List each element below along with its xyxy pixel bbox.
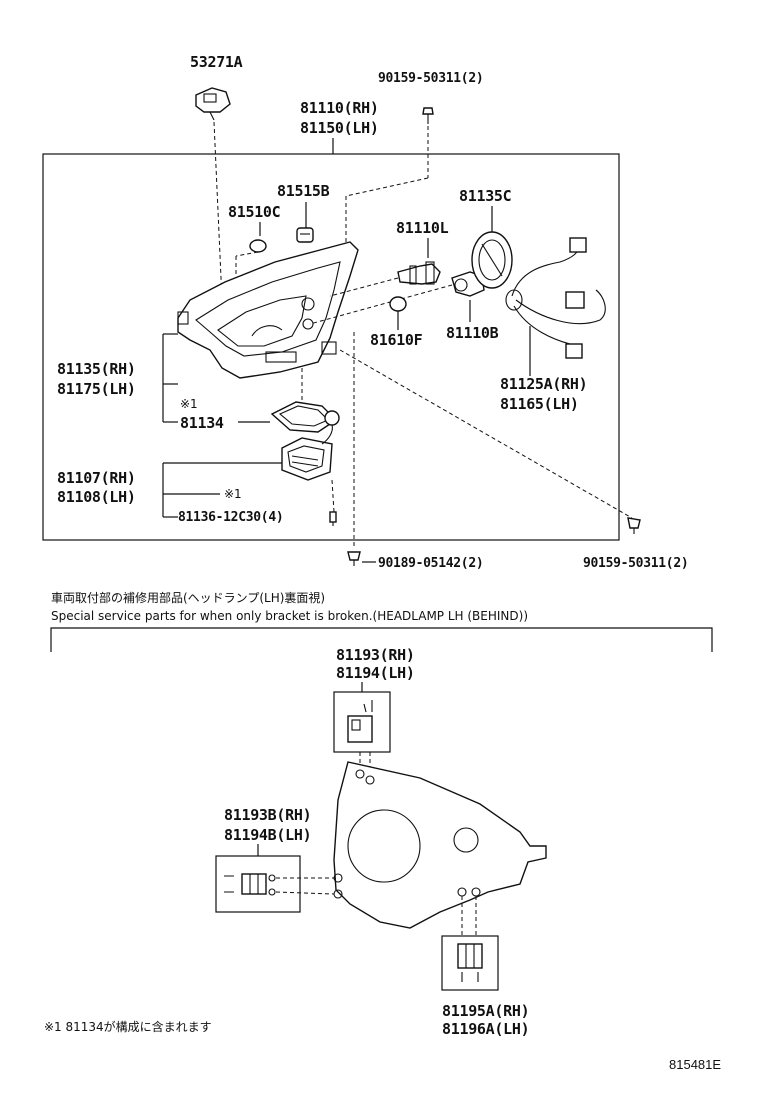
- ballast-81107-part: [281, 410, 340, 481]
- label-81108-lh[interactable]: 81108(LH): [57, 488, 136, 506]
- label-81134[interactable]: 81134: [180, 414, 224, 432]
- bulb-81610f-part: [389, 296, 407, 312]
- screw-90159-bottom-part: [627, 517, 641, 534]
- label-53271a[interactable]: 53271A: [190, 53, 243, 71]
- bracket-81193-part: [347, 700, 373, 743]
- label-90159-bottom[interactable]: 90159-50311(2): [583, 556, 689, 571]
- label-81165-lh[interactable]: 81165(LH): [500, 395, 579, 413]
- label-81135-rh[interactable]: 81135(RH): [57, 360, 136, 378]
- label-81515b[interactable]: 81515B: [277, 182, 330, 200]
- figure-id: 815481E: [669, 1057, 721, 1072]
- kit-81193b-box: [215, 855, 301, 913]
- wire-harness-81125a-part: [505, 237, 606, 359]
- label-90189-05142[interactable]: 90189-05142(2): [378, 556, 484, 571]
- label-81193b-rh[interactable]: 81193B(RH): [224, 806, 312, 824]
- label-81110l[interactable]: 81110L: [396, 219, 449, 237]
- label-81193-rh[interactable]: 81193(RH): [336, 646, 415, 664]
- label-81110-rh[interactable]: 81110(RH): [300, 99, 379, 117]
- label-81510c[interactable]: 81510C: [228, 203, 281, 221]
- kit-81195a-box: [441, 935, 499, 991]
- headlamp-back-view-part: [333, 761, 547, 929]
- kit-81193-box: [333, 691, 391, 753]
- label-81107-rh[interactable]: 81107(RH): [57, 469, 136, 487]
- section-title-en: Special service parts for when only brac…: [51, 609, 528, 623]
- mark-1-a: ※1: [180, 397, 198, 411]
- bracket-81193b-part: [224, 873, 276, 896]
- label-90159-top[interactable]: 90159-50311(2): [378, 71, 484, 86]
- screw-90159-top-part: [422, 107, 434, 124]
- section-title-jp: 車両取付部の補修用部品(ヘッドランプ(LH)裏面視): [51, 590, 325, 605]
- bulb-81510c-part: [249, 239, 267, 253]
- label-81136-12c30[interactable]: 81136-12C30(4): [178, 510, 284, 525]
- bracket-81195a-part: [457, 943, 483, 982]
- screw-90189-part: [347, 551, 361, 566]
- screw-81136-part: [329, 511, 337, 526]
- label-81610f[interactable]: 81610F: [370, 331, 423, 349]
- headlamp-housing-part: [177, 241, 359, 379]
- assembly-frame: [42, 153, 620, 541]
- label-81150-lh[interactable]: 81150(LH): [300, 119, 379, 137]
- footnote: ※1 81134が構成に含まれます: [44, 1019, 212, 1034]
- label-81110b[interactable]: 81110B: [446, 324, 499, 342]
- section-bracket: [50, 627, 713, 652]
- label-81194-lh[interactable]: 81194(LH): [336, 664, 415, 682]
- label-81194b-lh[interactable]: 81194B(LH): [224, 826, 312, 844]
- label-81125a-rh[interactable]: 81125A(RH): [500, 375, 588, 393]
- cap-81135c-part: [471, 231, 513, 289]
- label-81175-lh[interactable]: 81175(LH): [57, 380, 136, 398]
- bulb-81110l-part: [397, 261, 441, 285]
- clip-53271a-part: [195, 87, 231, 121]
- mark-1-b: ※1: [224, 487, 242, 501]
- label-81196a-lh[interactable]: 81196A(LH): [442, 1020, 530, 1038]
- label-81135c[interactable]: 81135C: [459, 187, 512, 205]
- label-81195a-rh[interactable]: 81195A(RH): [442, 1002, 530, 1020]
- bulb-81515b-part: [296, 227, 314, 243]
